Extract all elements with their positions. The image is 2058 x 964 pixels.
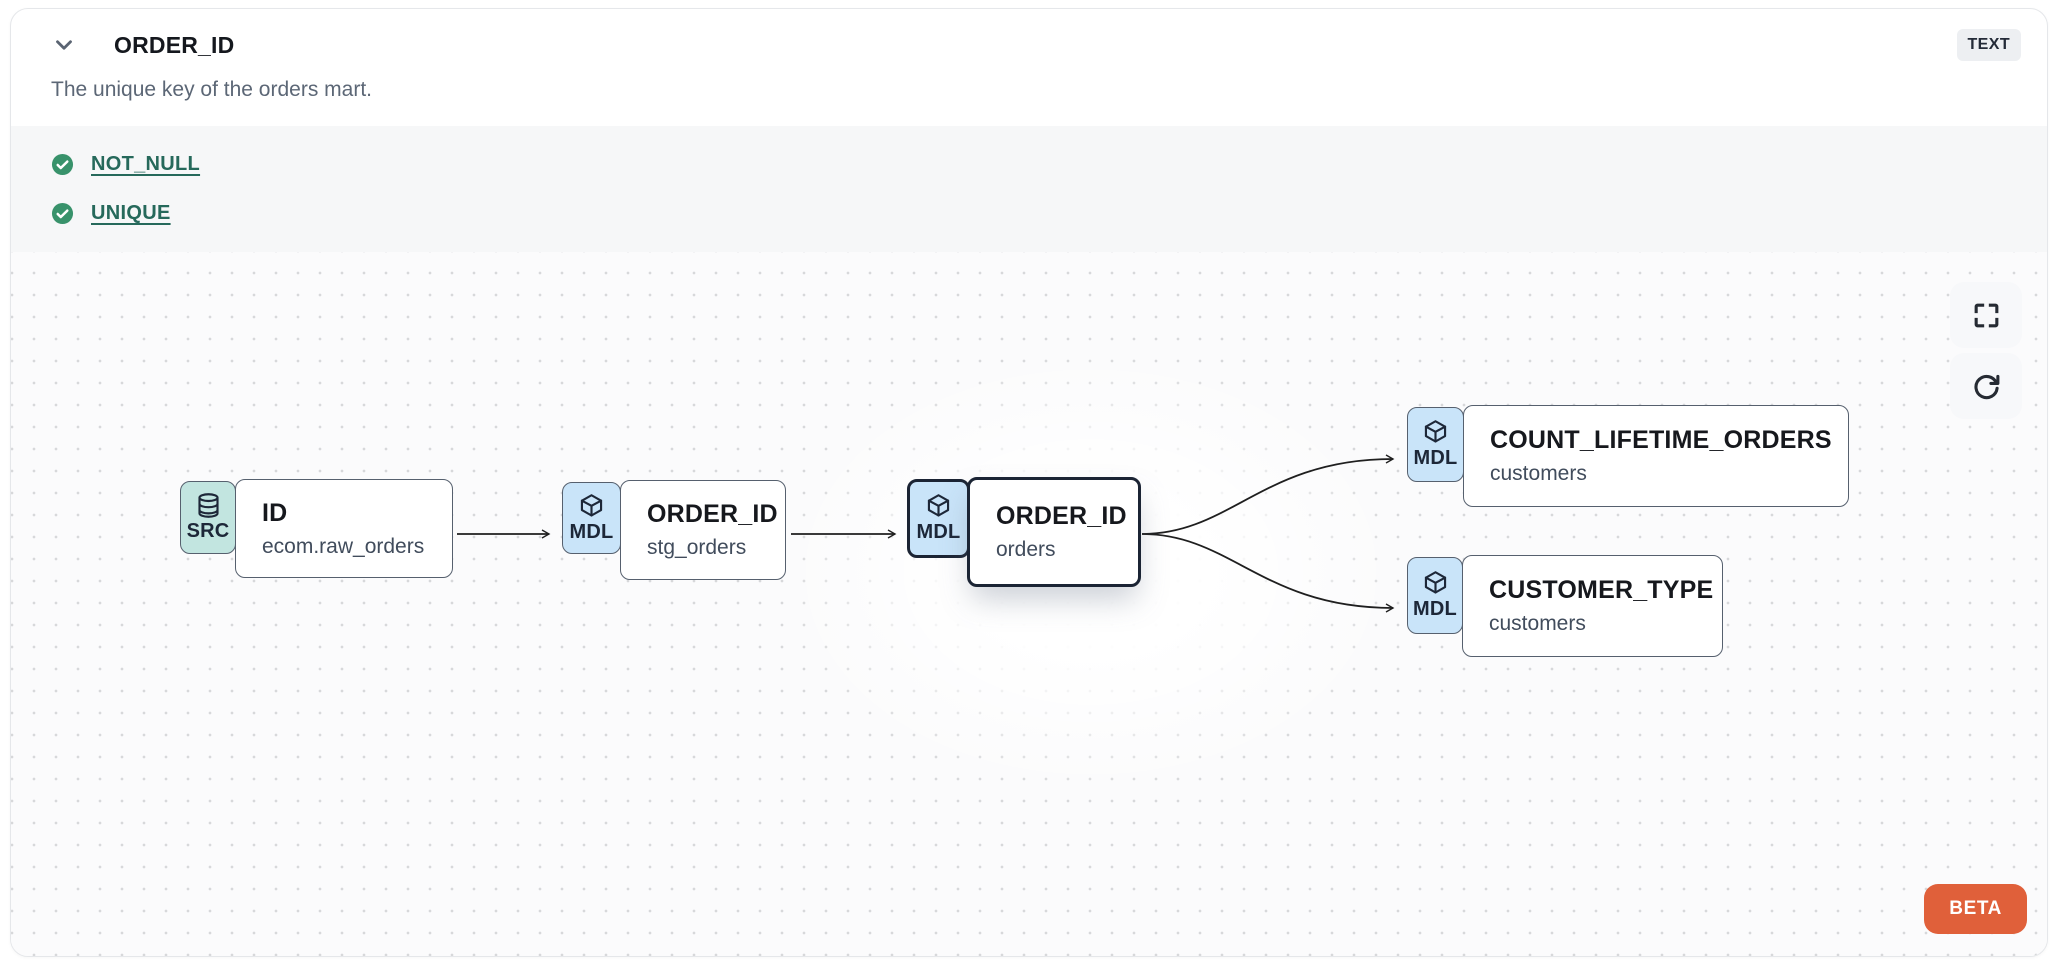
node-type-label: MDL <box>569 520 614 543</box>
node-title: COUNT_LIFETIME_ORDERS <box>1490 426 1832 454</box>
column-title: ORDER_ID <box>114 31 235 58</box>
test-link-not-null[interactable]: NOT_NULL <box>91 153 201 175</box>
test-pass-check-icon <box>51 202 74 225</box>
node-type-label: SRC <box>186 520 230 542</box>
test-link-unique[interactable]: UNIQUE <box>91 202 171 224</box>
canvas-controls <box>1950 282 2022 419</box>
cube-icon <box>578 493 605 520</box>
node-title: ID <box>262 498 288 527</box>
node-card: ORDER_ID orders <box>967 477 1141 587</box>
refresh-button[interactable] <box>1950 353 2022 419</box>
database-icon <box>195 492 222 519</box>
node-title: ORDER_ID <box>996 502 1127 530</box>
test-row: NOT_NULL <box>51 153 2007 176</box>
collapse-button[interactable] <box>51 32 77 58</box>
node-card: CUSTOMER_TYPE customers <box>1462 555 1723 657</box>
node-type-label: MDL <box>916 521 961 543</box>
fullscreen-icon <box>1971 300 2002 331</box>
lineage-canvas[interactable]: SRC ID ecom.raw_orders MDL ORDER_ID stg_… <box>11 252 2047 956</box>
tests-section: NOT_NULL UNIQUE <box>11 126 2047 252</box>
node-type-badge: MDL <box>562 482 621 554</box>
node-title: ORDER_ID <box>647 500 778 528</box>
node-subtitle: stg_orders <box>647 536 747 559</box>
node-type-badge: MDL <box>907 479 970 558</box>
fullscreen-button[interactable] <box>1950 282 2022 348</box>
node-subtitle: ecom.raw_orders <box>262 534 425 558</box>
cube-icon <box>925 493 952 520</box>
node-title: CUSTOMER_TYPE <box>1489 576 1714 604</box>
column-description: The unique key of the orders mart. <box>51 78 372 101</box>
node-card: ID ecom.raw_orders <box>235 479 453 578</box>
node-subtitle: customers <box>1489 612 1586 635</box>
node-type-label: MDL <box>1413 447 1458 469</box>
node-type-badge: SRC <box>180 481 236 554</box>
chevron-down-icon <box>51 32 77 58</box>
test-row: UNIQUE <box>51 202 2007 225</box>
node-card: ORDER_ID stg_orders <box>620 480 786 580</box>
beta-badge: BETA <box>1924 884 2027 934</box>
data-type-badge: TEXT <box>1956 29 2021 61</box>
lineage-edges <box>457 454 1395 613</box>
node-card: COUNT_LIFETIME_ORDERS customers <box>1463 405 1849 507</box>
column-details-card: ORDER_ID TEXT The unique key of the orde… <box>10 8 2048 957</box>
node-type-badge: MDL <box>1407 557 1463 634</box>
node-type-badge: MDL <box>1407 407 1464 482</box>
node-subtitle: customers <box>1490 462 1587 485</box>
node-type-label: MDL <box>1413 598 1457 620</box>
test-pass-check-icon <box>51 153 74 176</box>
cube-icon <box>1422 570 1449 597</box>
refresh-icon <box>1971 371 2002 402</box>
column-header: ORDER_ID TEXT The unique key of the orde… <box>11 9 2047 126</box>
cube-icon <box>1422 419 1449 446</box>
node-subtitle: orders <box>996 538 1056 561</box>
